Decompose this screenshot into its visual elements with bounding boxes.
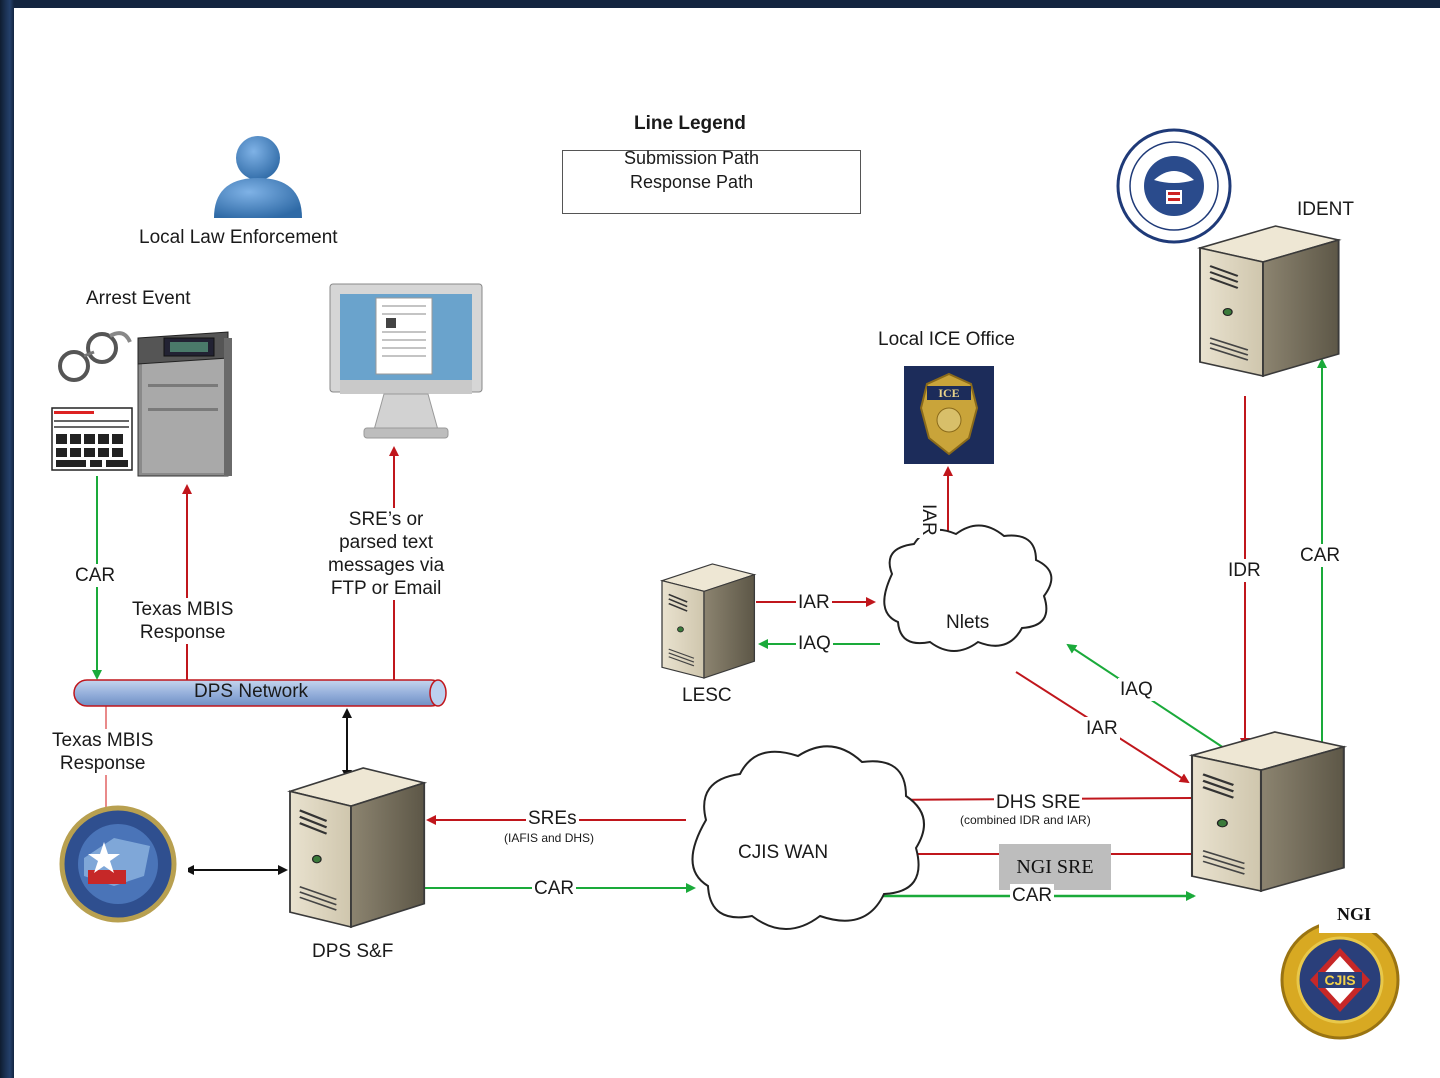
label-dps-sf: DPS S&F [312,941,394,962]
edge-label-iaq-lesc: IAQ [796,632,833,655]
label-cjis-wan: CJIS WAN [738,842,829,863]
edge-label-idr: IDR [1226,559,1263,582]
legend-title: Line Legend [634,113,746,134]
svg-text:ICE: ICE [938,386,959,400]
fingerprint-card-icon [51,407,133,471]
edge-label-texas-mbis-response: Texas MBIS Response [130,598,236,644]
dhs-seal-icon [1116,128,1232,244]
edge-label-car-dps-wan: CAR [532,877,577,900]
edge-label-iar-lesc: IAR [796,591,832,614]
legend-response-label: Response Path [630,172,754,192]
svg-text:CJIS: CJIS [1324,972,1355,988]
edge-label-sres: SREs [526,807,579,830]
cloud-icon [883,524,1053,652]
label-ngi: NGI [1319,893,1389,933]
edge-label-iar-ice: IAR [917,502,940,538]
server-icon [1190,730,1346,893]
edge-label-sres-note: (IAFIS and DHS) [504,831,595,845]
texas-dps-seal-icon [48,805,188,923]
label-local-ice-office: Local ICE Office [878,329,1015,350]
handcuffs-icon [58,331,132,382]
monitor-icon [329,283,483,439]
server-icon [661,563,756,679]
edge-label-car-left: CAR [73,564,118,587]
label-ident: IDENT [1297,199,1354,220]
person-icon [214,136,302,218]
cloud-icon [691,745,925,930]
legend-submission-label: Submission Path [624,148,760,168]
livescan-kiosk-icon [137,331,232,477]
cjis-seal-icon: CJIS [1280,920,1400,1040]
legend-box [562,150,861,214]
ice-badge-icon: ICE [904,366,994,464]
edge-label-dhs-sre-note: (combined IDR and IAR) [960,813,1091,827]
server-icon [288,766,426,929]
label-dps-network: DPS Network [194,681,309,702]
label-lesc: LESC [682,685,732,706]
diagram-canvas: ICE CJIS [14,8,1440,1078]
edge-label-iaq-ngi: IAQ [1118,678,1155,701]
label-ngi-sre: NGI SRE [999,844,1111,890]
label-local-law-enforcement: Local Law Enforcement [139,227,338,248]
edge-label-iar-ngi: IAR [1084,717,1120,740]
server-icon [1198,224,1340,378]
edge-label-sre-parsed: SRE’s or parsed text messages via FTP or… [326,508,447,600]
edge-label-car-ident: CAR [1298,544,1343,567]
label-arrest-event: Arrest Event [86,288,191,309]
edge-label-car-wan-ngi: CAR [1010,884,1055,907]
edge-label-dhs-sre: DHS SRE [994,791,1083,814]
label-nlets: Nlets [946,612,990,633]
flow-diagram: ICE CJIS [48,128,1400,1040]
dps-network-pipe [73,679,447,707]
edge-label-texas-mbis-response-2: Texas MBIS Response [50,729,156,775]
